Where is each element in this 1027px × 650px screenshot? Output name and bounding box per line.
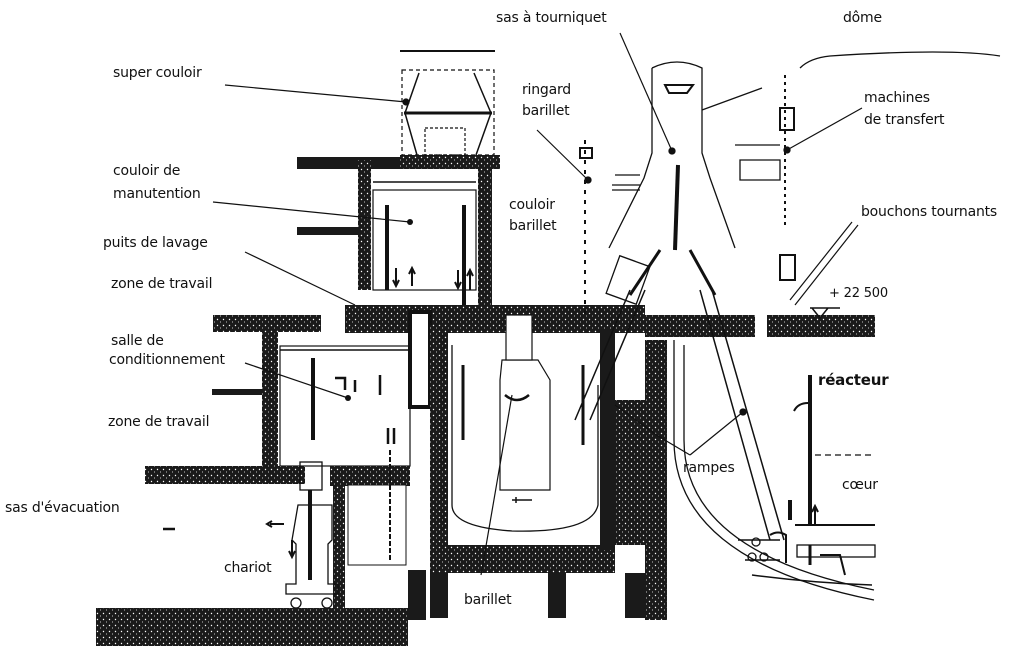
label-dome: dôme [843, 10, 882, 26]
label-sas-evacuation: sas d'évacuation [5, 500, 120, 516]
label-puits-de-lavage: puits de lavage [103, 235, 208, 251]
label-elevation: + 22 500 [829, 286, 888, 301]
label-barillet: barillet [464, 592, 512, 608]
chariot-structure [163, 461, 339, 609]
label-conditionnement: conditionnement [109, 352, 225, 368]
super-couloir-structure [400, 50, 495, 156]
label-couloir-de: couloir de [113, 163, 181, 179]
label-zone-de-travail-upper: zone de travail [111, 276, 213, 292]
ground-slab [96, 570, 426, 646]
work-floor-slab [213, 305, 875, 337]
label-zone-de-travail-lower: zone de travail [108, 414, 210, 430]
leader-lines [212, 32, 863, 576]
label-manutention: manutention [113, 186, 201, 202]
barillet-structure [430, 314, 667, 620]
salle-conditionnement-structure [145, 310, 432, 610]
label-bouchons-tournants: bouchons tournants [861, 204, 998, 220]
reactor-vessel-structure [673, 340, 876, 601]
couloir-manutention-structure [297, 155, 500, 310]
label-salle-de: salle de [111, 333, 164, 349]
label-sas-tourniquet: sas à tourniquet [496, 10, 607, 26]
label-de-transfert: de transfert [864, 112, 945, 128]
label-reacteur: réacteur [818, 371, 889, 389]
label-ringard-barillet: barillet [522, 103, 570, 119]
label-chariot: chariot [224, 560, 272, 576]
label-ringard: ringard [522, 82, 571, 98]
label-couloir-barillet: barillet [509, 218, 557, 234]
label-machines: machines [864, 90, 930, 106]
elevation-marker [810, 307, 840, 320]
label-rampes: rampes [683, 460, 735, 476]
label-coeur: cœur [842, 477, 878, 493]
label-super-couloir: super couloir [113, 65, 202, 81]
label-couloir: couloir [509, 197, 555, 213]
